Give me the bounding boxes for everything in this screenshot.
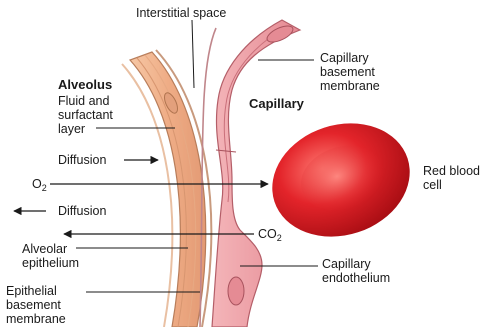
epithelial-basement-membrane-label-3: membrane [6,312,66,326]
diffusion-in-label: Diffusion [58,153,106,167]
red-blood-cell-label-1: Red blood [423,164,480,178]
capillary-endothelium-label-2: endothelium [322,271,390,285]
fluid-surfactant-label-2: surfactant [58,108,113,122]
co2-subscript: 2 [277,233,282,243]
alveolar-epithelium-label-2: epithelium [22,256,79,270]
capillary-basement-membrane-label-1: Capillary [320,51,369,65]
interstitial-space-label: Interstitial space [136,6,226,20]
co2-base: CO [258,227,277,241]
co2-label: CO2 [258,227,282,241]
capillary-label: Capillary [249,97,304,111]
diffusion-out-label: Diffusion [58,204,106,218]
epithelial-basement-membrane-label-2: basement [6,298,61,312]
fluid-surfactant-label-3: layer [58,122,85,136]
fluid-surfactant-label-1: Fluid and [58,94,109,108]
alveolus-label: Alveolus [58,78,112,92]
o2-label: O2 [32,177,47,191]
o2-subscript: 2 [42,183,47,193]
alveolar-epithelium-label-1: Alveolar [22,242,67,256]
capillary-basement-membrane-label-3: membrane [320,79,380,93]
capillary-endothelium-label-1: Capillary [322,257,371,271]
epithelial-basement-membrane-label-1: Epithelial [6,284,57,298]
capillary-basement-membrane-label-2: basement [320,65,375,79]
o2-base: O [32,177,42,191]
red-blood-cell-label-2: cell [423,178,442,192]
leader-interstitial-space [192,20,194,88]
red-blood-cell [257,106,424,254]
